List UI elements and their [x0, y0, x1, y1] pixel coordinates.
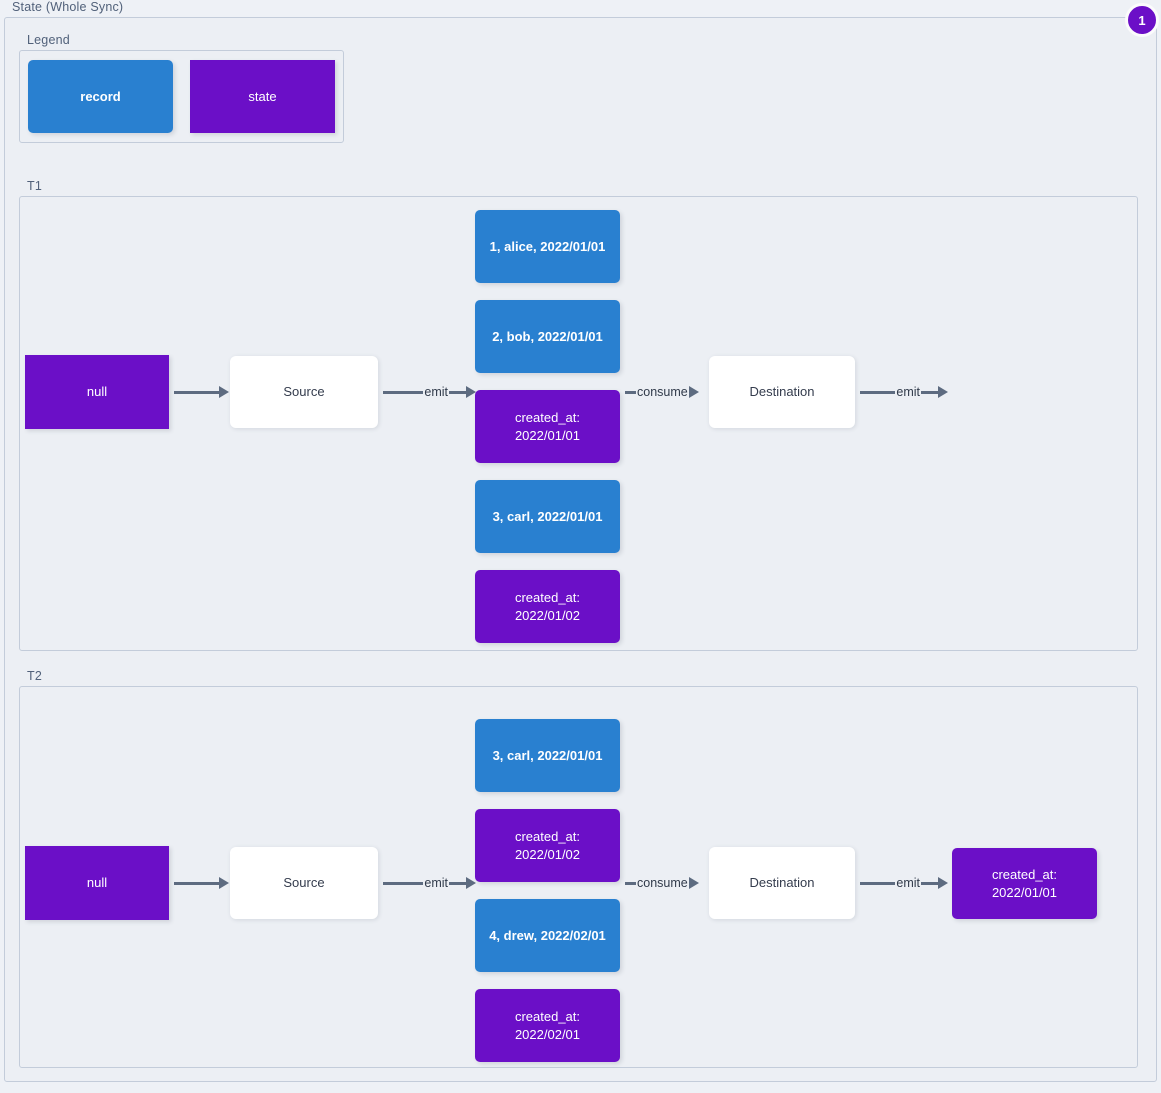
section-t1-frame: T1 null Source emit 1, alice, 2022/01/01…: [19, 179, 1138, 651]
t2-stream-item-0: 3, carl, 2022/01/01: [475, 719, 620, 792]
t2-arrow-consume: consume: [625, 873, 710, 893]
t2-stream-item-3: created_at: 2022/02/01: [475, 989, 620, 1062]
t1-edge-label-source-emit: emit: [424, 385, 448, 399]
arrow-line: [174, 390, 219, 394]
arrow-line: [174, 881, 219, 885]
t1-arrow-consume: consume: [625, 382, 710, 402]
t2-destination-node: Destination: [709, 847, 855, 919]
arrow-head-icon: [466, 877, 476, 889]
t2-stream-item-2: 4, drew, 2022/02/01: [475, 899, 620, 972]
t1-initial-state: null: [25, 355, 169, 429]
arrow-head-icon: [466, 386, 476, 398]
arrow-head-icon: [219, 877, 229, 889]
arrow-line: [449, 390, 466, 394]
arrow-line: [860, 390, 896, 394]
arrow-line: [449, 881, 466, 885]
t1-arrow-dest-emit: emit: [860, 382, 948, 402]
t1-edge-label-dest-emit: emit: [896, 385, 920, 399]
t2-stream-item-1: created_at: 2022/01/02: [475, 809, 620, 882]
t2-arrow-source-emit: emit: [383, 873, 476, 893]
arrow-head-icon: [938, 386, 948, 398]
t1-arrow-state-to-source: [174, 382, 229, 402]
t2-edge-label-consume: consume: [637, 876, 688, 890]
arrow-line: [383, 390, 424, 394]
t2-arrow-dest-emit: emit: [860, 873, 948, 893]
arrow-head-icon: [688, 386, 699, 398]
t1-stream-item-3: 3, carl, 2022/01/01: [475, 480, 620, 553]
arrow-line: [625, 390, 636, 394]
t2-edge-label-source-emit: emit: [424, 876, 448, 890]
t1-arrow-source-emit: emit: [383, 382, 476, 402]
arrow-line: [383, 881, 424, 885]
page-number-badge: 1: [1125, 3, 1159, 37]
arrow-head-icon: [688, 877, 699, 889]
arrow-head-icon: [938, 877, 948, 889]
t2-initial-state: null: [25, 846, 169, 920]
legend-swatch-record: record: [28, 60, 173, 133]
t1-destination-node: Destination: [709, 356, 855, 428]
legend-frame: Legend record state: [19, 33, 344, 143]
t1-stream-item-2: created_at: 2022/01/01: [475, 390, 620, 463]
t1-stream-item-4: created_at: 2022/01/02: [475, 570, 620, 643]
legend-swatch-state: state: [190, 60, 335, 133]
arrow-line: [921, 881, 938, 885]
t1-edge-label-consume: consume: [637, 385, 688, 399]
t2-source-node: Source: [230, 847, 378, 919]
page-title: State (Whole Sync): [12, 0, 124, 14]
legend-label: Legend: [27, 33, 70, 47]
t2-arrow-state-to-source: [174, 873, 229, 893]
section-t2-label: T2: [27, 669, 42, 683]
section-t2-frame: T2 null Source emit 3, carl, 2022/01/01 …: [19, 669, 1138, 1068]
t1-stream-item-0: 1, alice, 2022/01/01: [475, 210, 620, 283]
arrow-head-icon: [219, 386, 229, 398]
section-t1-label: T1: [27, 179, 42, 193]
t1-stream-item-1: 2, bob, 2022/01/01: [475, 300, 620, 373]
t1-source-node: Source: [230, 356, 378, 428]
arrow-line: [625, 881, 636, 885]
arrow-line: [921, 390, 938, 394]
t2-final-state: created_at: 2022/01/01: [952, 848, 1097, 919]
t2-edge-label-dest-emit: emit: [896, 876, 920, 890]
arrow-line: [860, 881, 896, 885]
